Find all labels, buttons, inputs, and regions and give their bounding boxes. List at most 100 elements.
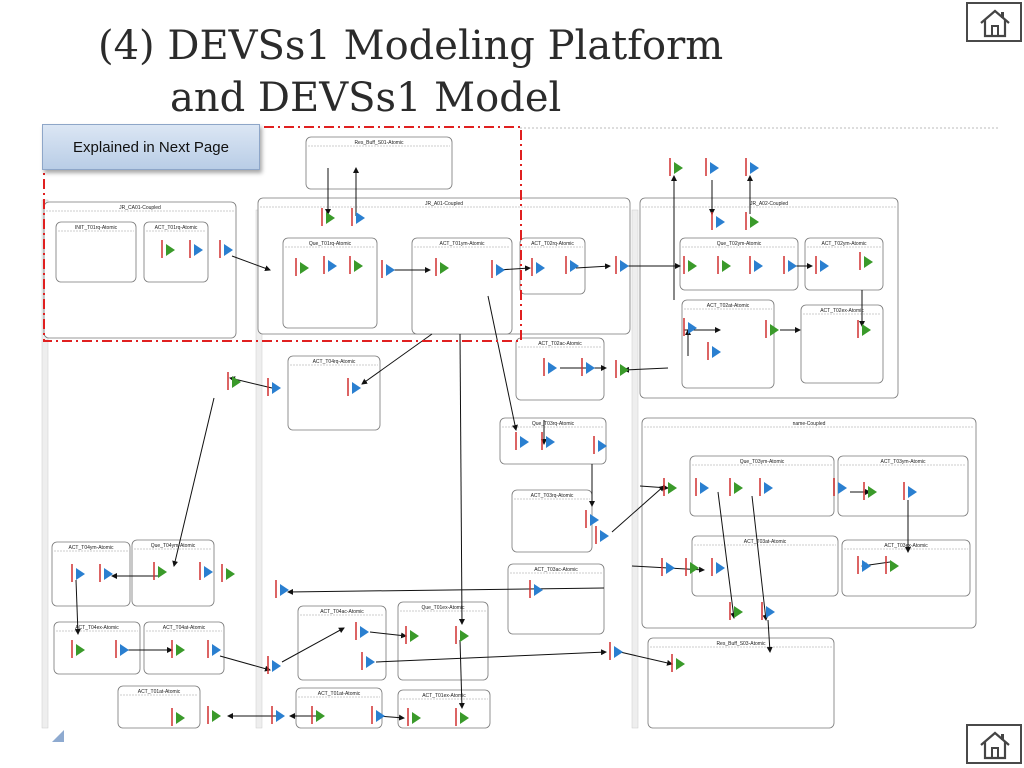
port-label-mark (615, 360, 617, 378)
port-label-mark (565, 256, 567, 274)
input-port-icon (212, 710, 221, 722)
port-label-mark (663, 478, 665, 496)
coupling-arrow (623, 366, 669, 373)
home-button-bottom[interactable] (966, 724, 1022, 764)
model-box: ACT_T02at-Atomic (681, 299, 775, 389)
output-port-icon (360, 626, 369, 638)
port-label-mark (99, 564, 101, 582)
output-port-icon (766, 606, 775, 618)
output-port-icon (548, 362, 557, 374)
output-port-icon (700, 482, 709, 494)
coupling-arrow (231, 255, 271, 272)
port-label-mark (685, 558, 687, 576)
port-label-mark (683, 318, 685, 336)
model-box-label: name-Coupled (793, 421, 826, 427)
port-label-mark (543, 358, 545, 376)
port-label-mark (759, 478, 761, 496)
input-port-icon (674, 162, 683, 174)
port-label-mark (349, 256, 351, 274)
output-port-icon (376, 710, 385, 722)
coupling-arrow (219, 655, 271, 672)
model-box: ACT_T02ym-Atomic (804, 237, 884, 291)
output-port-icon (76, 568, 85, 580)
output-port-icon (534, 584, 543, 596)
input-port-icon (862, 324, 871, 336)
model-box: Res_Buff_S01-Atomic (305, 136, 453, 190)
model-box: ACT_T04ym-Atomic (51, 541, 131, 607)
output-port-icon (754, 260, 763, 272)
port-label-mark (361, 652, 363, 670)
port-label-mark (859, 252, 861, 270)
model-box: ACT_T03at-Atomic (691, 535, 839, 597)
output-port-icon (590, 514, 599, 526)
port-label-mark (669, 158, 671, 176)
model-box: ACT_T04at-Atomic (143, 621, 225, 675)
model-box: ACT_T01ex-Atomic (397, 689, 491, 729)
input-port-icon (750, 216, 759, 228)
port-label-mark (455, 626, 457, 644)
port-label-mark (71, 640, 73, 658)
model-box-label: Que_T04ym-Atomic (151, 543, 196, 549)
input-port-icon (76, 644, 85, 656)
home-icon (980, 731, 1010, 760)
model-box-label: ACT_T04at-Atomic (163, 625, 206, 631)
port-label-mark (529, 580, 531, 598)
coupling-arrow (361, 333, 433, 385)
input-port-icon (232, 376, 241, 388)
coupling-arrow (458, 333, 465, 625)
model-box-label: ACT_T02ym-Atomic (821, 241, 867, 247)
model-box-label: Que_T01rq-Atomic (309, 241, 352, 247)
port-label-mark (717, 256, 719, 274)
output-port-icon (104, 568, 113, 580)
coupling-arrow (751, 495, 769, 621)
port-label-mark (749, 256, 751, 274)
coupling-arrow (619, 651, 673, 666)
port-label-mark (711, 558, 713, 576)
model-box: ACT_T02ex-Atomic (800, 304, 884, 384)
output-port-icon (224, 244, 233, 256)
model-box: ACT_T04rq-Atomic (287, 355, 381, 431)
output-port-icon (496, 264, 505, 276)
output-port-icon (204, 566, 213, 578)
home-button-top[interactable] (966, 2, 1022, 42)
model-box: ACT_T01at-Atomic (295, 687, 383, 729)
output-port-icon (716, 562, 725, 574)
model-box-label: ACT_T03rq-Atomic (531, 493, 574, 499)
coupling-arrow (287, 587, 605, 595)
port-label-mark (745, 158, 747, 176)
output-port-icon (386, 264, 395, 276)
slide-title: (4) DEVSs1 Modeling Platform and DEVSs1 … (98, 20, 723, 124)
output-port-icon (280, 584, 289, 596)
port-label-mark (153, 562, 155, 580)
model-box-label: ACT_T02ex-Atomic (820, 308, 864, 314)
port-label-mark (729, 602, 731, 620)
home-icon (980, 9, 1010, 38)
model-box-label: ACT_T03ac-Atomic (534, 567, 578, 573)
port-label-mark (227, 372, 229, 390)
model-box-label: ACT_T01rq-Atomic (155, 225, 198, 231)
model-box-label: ACT_T01at-Atomic (318, 691, 361, 697)
port-label-mark (271, 706, 273, 724)
output-port-icon (862, 560, 871, 572)
port-label-mark (609, 642, 611, 660)
output-port-icon (716, 216, 725, 228)
port-label-mark (711, 212, 713, 230)
output-port-icon (536, 262, 545, 274)
coupling-arrow (611, 485, 665, 533)
input-port-icon (734, 606, 743, 618)
port-label-mark (783, 256, 785, 274)
output-port-icon (908, 486, 917, 498)
model-box-label: JR_A01-Coupled (425, 201, 463, 207)
port-label-mark (189, 240, 191, 258)
input-port-icon (176, 712, 185, 724)
coupling-arrow (766, 619, 773, 653)
port-label-mark (323, 256, 325, 274)
input-port-icon (688, 260, 697, 272)
model-box-label: Que_T03ym-Atomic (740, 459, 785, 465)
model-box-label: ACT_T02at-Atomic (707, 303, 750, 309)
input-port-icon (316, 710, 325, 722)
model-box: ACT_T01ym-Atomic (411, 237, 513, 335)
port-label-mark (435, 258, 437, 276)
input-port-icon (166, 244, 175, 256)
port-label-mark (171, 640, 173, 658)
